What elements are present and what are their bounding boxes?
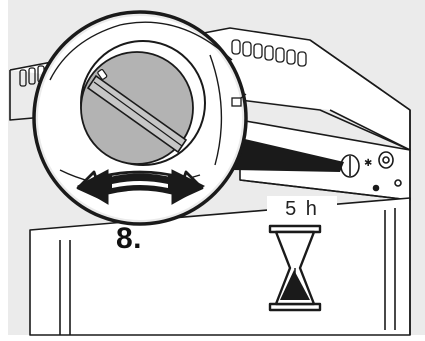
zoom-pointer [232,136,344,172]
rotary-knob-icon [80,40,206,166]
step-number: 8. [116,222,143,255]
flame-symbol-icon: ✱ [364,158,372,169]
timer-label: 5 h [267,196,337,222]
door-symbol-icon [231,93,247,107]
hourglass-icon [268,224,322,312]
panel-knobs: ✱ [340,151,402,192]
double-arrow-rotate-icon [76,169,206,205]
